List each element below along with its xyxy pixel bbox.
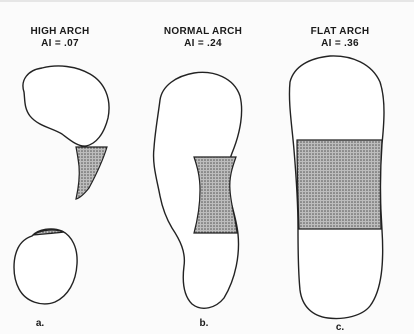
high-arch-index: AI = .07 bbox=[41, 38, 79, 49]
high-arch-label: a. bbox=[36, 318, 45, 329]
normal-arch-footprint bbox=[154, 72, 242, 308]
high-arch-midfoot-shaded bbox=[76, 147, 107, 199]
flat-arch-footprint bbox=[289, 56, 384, 319]
normal-arch-title: NORMAL ARCH bbox=[164, 26, 242, 37]
high-arch-heel bbox=[14, 229, 77, 304]
normal-arch-midfoot-shaded bbox=[194, 157, 237, 233]
normal-arch-label: b. bbox=[200, 318, 209, 329]
flat-arch-midfoot-shaded bbox=[297, 140, 382, 229]
normal-arch-index: AI = .24 bbox=[184, 38, 222, 49]
high-arch-title: HIGH ARCH bbox=[31, 26, 90, 37]
high-arch-footprint bbox=[14, 66, 109, 304]
flat-arch-title: FLAT ARCH bbox=[311, 26, 370, 37]
flat-arch-index: AI = .36 bbox=[321, 38, 359, 49]
high-arch-forefoot bbox=[23, 66, 109, 146]
flat-arch-label: c. bbox=[336, 322, 345, 333]
